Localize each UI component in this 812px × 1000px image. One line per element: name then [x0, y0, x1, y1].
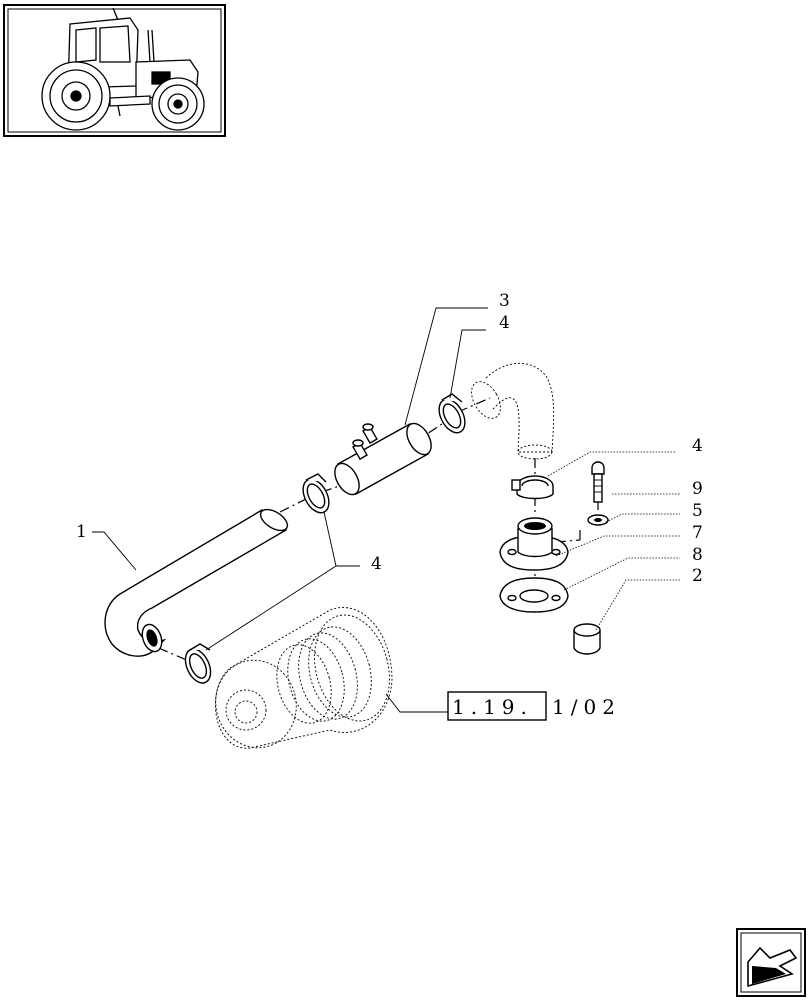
- callout-8: 8: [692, 545, 703, 565]
- part-4-clamp-upper: [438, 393, 466, 434]
- callout-5: 5: [692, 501, 703, 521]
- part-9-bolt: [591, 461, 605, 503]
- callout-4-top: 4: [499, 313, 510, 333]
- part-4-clamp-lower: [184, 643, 212, 684]
- part-2-spacer: [573, 623, 601, 655]
- part-4-clamp-vertical: [511, 475, 554, 500]
- tractor-thumbnail-icon: [41, 7, 205, 131]
- part-8-gasket: [499, 577, 569, 613]
- reference-tail: 1/02: [552, 695, 621, 719]
- tractor-thumbnail: [3, 4, 226, 137]
- callout-1: 1: [76, 522, 87, 542]
- callout-7: 7: [692, 523, 703, 543]
- part-1-hose: [104, 508, 289, 657]
- next-page-arrow-icon[interactable]: [736, 928, 806, 997]
- part-3-pipe: [334, 422, 432, 496]
- part-4-clamp-middle: [302, 473, 330, 514]
- part-5-washer: [587, 514, 609, 526]
- callout-3: 3: [499, 291, 510, 311]
- callout-2: 2: [692, 566, 703, 586]
- callout-4-right: 4: [692, 436, 703, 456]
- callout-9: 9: [692, 479, 703, 499]
- upper-elbow-ghost: [471, 362, 555, 460]
- air-filter-ghost: [215, 607, 393, 749]
- reference-boxed: 1.19.: [452, 695, 533, 719]
- reference-label: 1.19. 1/02: [447, 691, 621, 721]
- part-7-flange-pipe: [499, 517, 569, 571]
- callout-4-lower: 4: [371, 554, 382, 574]
